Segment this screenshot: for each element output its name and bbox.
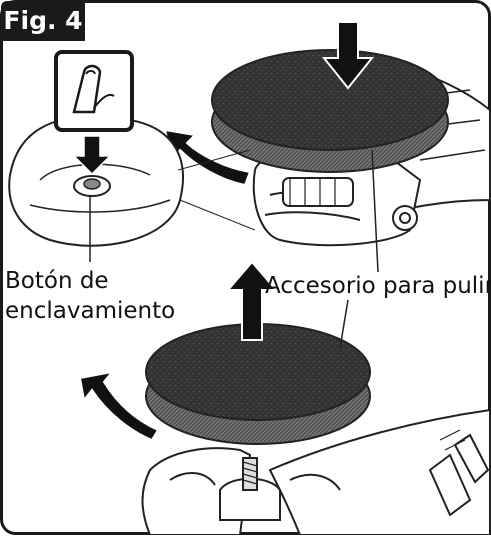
lock-button-inset (8, 115, 256, 262)
down-arrow-icon (321, 21, 375, 90)
press-arrow-icon (72, 135, 112, 176)
polishing-accessory-label: Accesorio para pulir (265, 273, 491, 299)
rotate-arrow-lower-icon (78, 370, 160, 442)
polishing-pad-lower (145, 323, 371, 445)
up-arrow-icon (225, 260, 279, 341)
grinder-body-lower (141, 408, 491, 536)
rotate-arrow-icon (163, 128, 252, 187)
accessory-leader-lower (339, 299, 349, 349)
accessory-leader-upper (371, 149, 379, 273)
lock-button-label-line2: enclavamiento (5, 298, 176, 324)
figure-tag: Fig. 4 (1, 1, 85, 41)
finger-press-icon (54, 50, 134, 132)
lock-button-label-line1: Botón de (5, 268, 109, 294)
polishing-pad-upper (211, 49, 449, 173)
